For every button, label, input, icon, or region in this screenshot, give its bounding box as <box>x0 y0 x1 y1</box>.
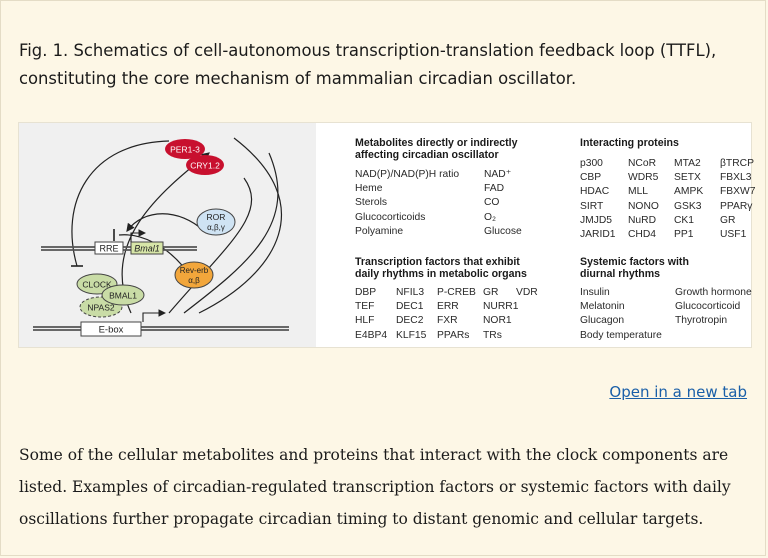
bmal1-label: BMAL1 <box>109 291 137 301</box>
systemic-col1: Insulin Melatonin Glucagon Body temperat… <box>580 287 662 341</box>
cry-label: CRY1.2 <box>190 161 220 171</box>
arc-ror <box>126 213 205 232</box>
interacting-col4: βTRCP FBXL3 FBXW7 PPARγ GR USF1 <box>720 158 756 240</box>
rre-label: RRE <box>99 244 118 254</box>
figure-caption: Fig. 1. Schematics of cell-autonomous tr… <box>19 41 717 88</box>
bmal1-gene-box <box>130 241 164 255</box>
per-ellipse <box>165 139 205 159</box>
transcription-col1: DBP TEF HLF E4BP4 <box>355 287 388 341</box>
ebox-tss-arrow <box>142 309 167 322</box>
metabolites-col1: NAD(P)/NAD(P)H ratio Heme Sterols Glucoc… <box>355 169 460 237</box>
ebox-label: E-box <box>99 325 124 336</box>
feedback-arc-outer <box>71 140 170 267</box>
arc-3 <box>183 152 279 314</box>
bmal1-tss-arrow <box>130 229 147 242</box>
transcription-col2: NFIL3 DEC1 DEC2 KLF15 <box>396 287 427 341</box>
metabolites-heading: Metabolites directly or indirectly affec… <box>355 137 518 161</box>
interacting-col3: MTA2 SETX AMPK GSK3 CK1 PP1 <box>674 158 704 240</box>
transcription-col4: GR NURR1 NOR1 TRs <box>483 287 519 341</box>
rev-erb-sub-label: α,β <box>188 276 200 285</box>
interacting-heading: Interacting proteins <box>580 137 679 149</box>
factor-tables: Metabolites directly or indirectly affec… <box>316 123 755 347</box>
figure-image: RRE Bmal1 E-box NPAS2 CLOCK BMAL1 PER1-3… <box>18 122 755 348</box>
rev-erb-ellipse <box>174 261 214 289</box>
clock-label: CLOCK <box>82 280 112 290</box>
rre-box <box>94 241 124 255</box>
metabolites-col2: NAD⁺ FAD CO O₂ Glucose <box>484 169 522 237</box>
open-in-new-tab-link[interactable]: Open in a new tab <box>609 383 747 401</box>
transcription-col5: VDR <box>516 287 538 298</box>
ror-sub-label: α,β,γ <box>207 223 225 232</box>
transcription-heading: Transcription factors that exhibit daily… <box>355 256 527 280</box>
systemic-col2: Growth hormone Glucocorticoid Thyrotropi… <box>675 287 752 327</box>
arc-2 <box>168 177 253 314</box>
cry-ellipse <box>186 155 224 175</box>
ttfl-schematic: RRE Bmal1 E-box NPAS2 CLOCK BMAL1 PER1-3… <box>19 123 316 347</box>
interacting-col2: NCoR WDR5 MLL NONO NuRD CHD4 <box>628 158 659 240</box>
systemic-heading: Systemic factors with diurnal rhythms <box>580 256 689 280</box>
ebox-box <box>80 321 142 337</box>
figure-description: Some of the cellular metabolites and pro… <box>19 446 731 528</box>
bmal1-gene-label: Bmal1 <box>134 244 160 254</box>
ror-ellipse <box>196 208 236 236</box>
interacting-col1: p300 CBP HDAC SIRT JMJD5 JARID1 <box>580 158 616 240</box>
per-label: PER1-3 <box>170 145 200 155</box>
transcription-col3: P-CREB ERR FXR PPARs <box>437 287 476 341</box>
arc-4 <box>198 137 282 314</box>
bmal1-ellipse <box>101 284 145 306</box>
npas2-label: NPAS2 <box>87 303 115 313</box>
rev-erb-label: Rev-erb <box>180 266 209 275</box>
ror-label: ROR <box>207 212 226 222</box>
